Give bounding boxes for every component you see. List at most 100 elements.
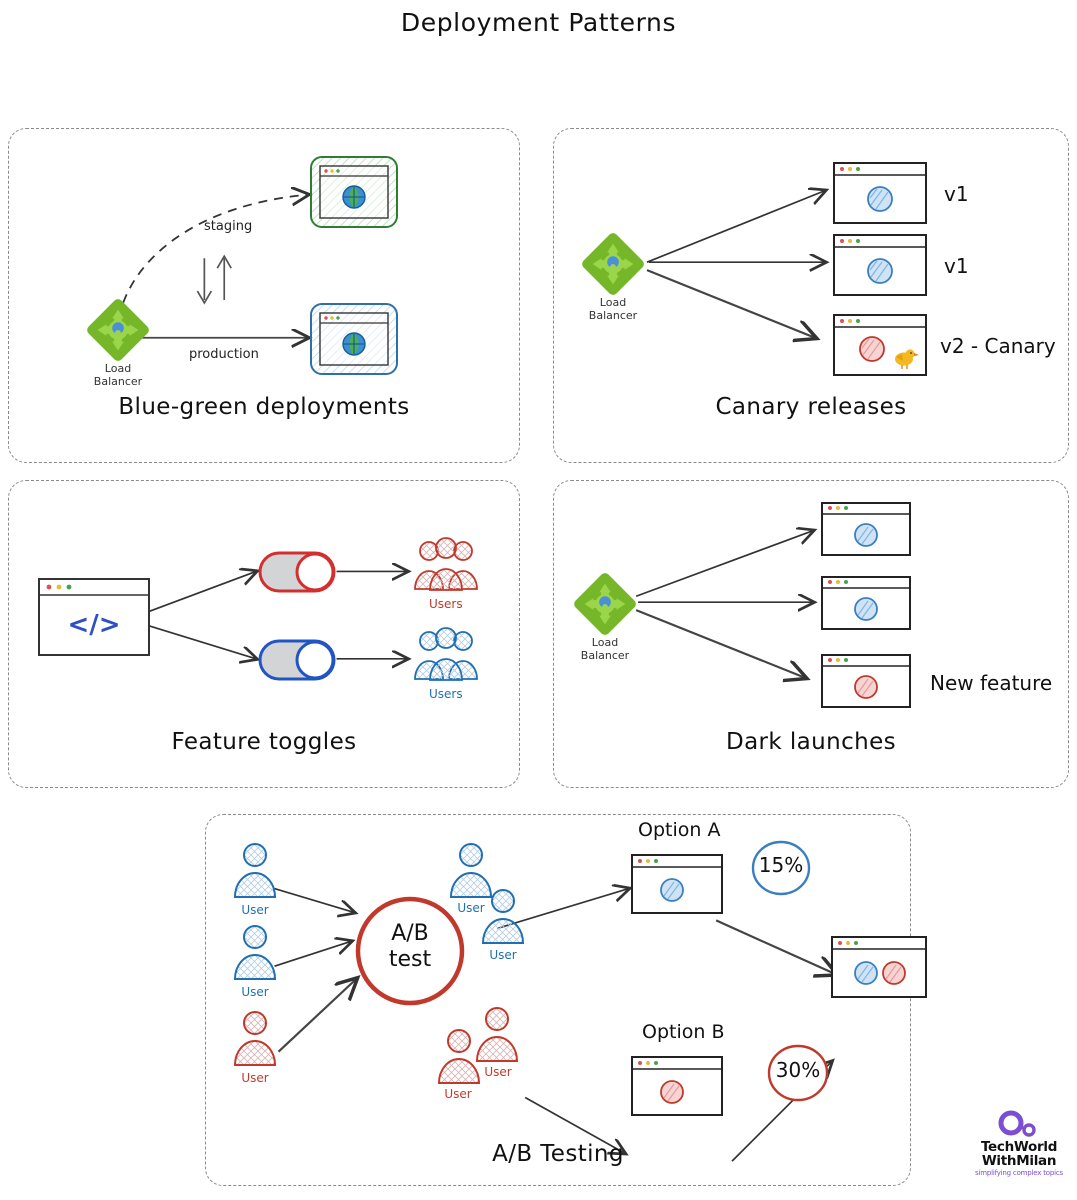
input-user-label-1: User [241, 903, 269, 917]
dark-launch-label-new-feature: New feature [930, 671, 1053, 695]
branch-b-user-1[interactable] [434, 1027, 484, 1091]
panel-canary-releases: Load Balancer v1 v1 [553, 128, 1069, 463]
input-user-1[interactable] [230, 841, 280, 905]
browser-window-icon [833, 162, 927, 224]
ab-test-circle-icon [355, 896, 465, 1006]
page-title: Deployment Patterns [400, 8, 677, 37]
browser-window-icon [833, 234, 927, 296]
ab-hub-label: A/B test [354, 921, 466, 973]
branch-a-user-label-2: User [489, 948, 517, 962]
edge-label-production: production [189, 347, 259, 362]
branch-b-user-label-1: User [444, 1087, 472, 1101]
browser-window-icon [821, 576, 911, 630]
toggle-switch-on-icon [258, 551, 336, 593]
option-b-window[interactable] [630, 1055, 724, 1121]
users-label-blue: Users [429, 687, 463, 701]
lb-line2: Balancer [580, 649, 630, 662]
user-icon [233, 1011, 277, 1066]
percentage-circle-blue-icon [751, 840, 811, 896]
lb-line1: Load [591, 636, 619, 649]
logo-tagline: simplifying complex topics [975, 1169, 1063, 1177]
browser-window-icon [631, 854, 723, 914]
code-source-window[interactable]: </> [37, 577, 151, 661]
panel-caption-canary: Canary releases [715, 394, 907, 420]
logo-line-2: WithMilan [981, 1153, 1057, 1169]
canary-target-window-3[interactable] [832, 313, 928, 381]
panel-dark-launches: Load Balancer [553, 480, 1069, 788]
panel-blue-green-deployments: Load Balancer staging product [8, 128, 520, 463]
user-icon [475, 1007, 519, 1062]
load-balancer-icon [87, 299, 149, 361]
canary-target-label-1: v1 [944, 182, 969, 206]
panel-caption-feature-toggles: Feature toggles [171, 729, 357, 755]
branch-b-user-label-2: User [484, 1065, 512, 1079]
dark-launch-window-1[interactable] [820, 501, 912, 561]
option-b-label: Option B [642, 1021, 725, 1043]
percentage-circle-red-icon [767, 1044, 829, 1102]
feature-toggle-red[interactable] [257, 547, 339, 601]
user-icon [437, 1029, 481, 1084]
load-balancer-label: Load Balancer [589, 296, 637, 322]
canary-target-window-2[interactable] [832, 233, 928, 301]
code-window-icon: </> [38, 578, 150, 656]
branch-a-user-label-1: User [457, 901, 485, 915]
ab-hub-line2: test [388, 947, 432, 972]
panel-ab-testing: A/B test User User User User [205, 814, 927, 1186]
ab-test-hub[interactable]: A/B test [354, 895, 466, 1011]
user-icon [449, 843, 493, 898]
user-icon [481, 889, 525, 944]
input-user-label-3: User [241, 1071, 269, 1085]
percent-b-badge: 30% [766, 1043, 830, 1107]
panel-feature-toggles: </> Users [8, 480, 520, 788]
canary-bird-icon [895, 349, 919, 369]
users-icon [414, 627, 478, 681]
canary-target-window-1[interactable] [832, 161, 928, 229]
panel-caption-blue-green: Blue-green deployments [118, 394, 410, 420]
input-user-3[interactable] [230, 1009, 280, 1073]
ab-hub-line1: A/B [391, 921, 429, 946]
dark-launch-window-2[interactable] [820, 575, 912, 635]
panel-caption-dark-launches: Dark launches [725, 729, 897, 755]
load-balancer-icon [574, 573, 636, 635]
code-glyph: </> [67, 610, 120, 640]
user-icon [233, 925, 277, 980]
browser-window-icon [631, 1056, 723, 1116]
globe-window-blue-icon [310, 303, 398, 375]
users-icon [414, 537, 478, 591]
users-label-red: Users [429, 597, 463, 611]
browser-window-canary-icon [833, 314, 927, 376]
globe-window-green-icon [310, 156, 398, 228]
branch-a-user-2[interactable] [478, 887, 528, 951]
toggle-switch-on-icon [258, 639, 336, 681]
users-group-blue[interactable] [409, 625, 483, 691]
edge-label-staging: staging [204, 219, 253, 234]
browser-window-icon [821, 502, 911, 556]
input-user-2[interactable] [230, 923, 280, 987]
lb-line2: Balancer [588, 309, 638, 322]
branch-a-user-1[interactable] [446, 841, 496, 905]
feature-toggle-blue[interactable] [257, 635, 339, 689]
result-window[interactable] [830, 935, 928, 1003]
production-environment-window[interactable] [309, 302, 399, 380]
lb-line2: Balancer [93, 375, 143, 388]
load-balancer-node-blue-green[interactable]: Load Balancer [87, 299, 149, 388]
option-a-label: Option A [638, 819, 721, 841]
load-balancer-node-dark[interactable]: Load Balancer [574, 573, 636, 662]
load-balancer-label: Load Balancer [94, 362, 142, 388]
canary-target-label-3: v2 - Canary [940, 334, 1056, 358]
users-group-red[interactable] [409, 535, 483, 601]
browser-window-new-feature-icon [821, 654, 911, 708]
techworld-mark-icon [998, 1110, 1036, 1137]
branch-b-user-2[interactable] [472, 1005, 522, 1069]
load-balancer-node-canary[interactable]: Load Balancer [582, 233, 644, 322]
canary-target-label-2: v1 [944, 254, 969, 278]
dark-launch-window-3[interactable] [820, 653, 912, 713]
percent-a-label: 15% [758, 853, 804, 877]
staging-environment-window[interactable] [309, 155, 399, 233]
load-balancer-icon [582, 233, 644, 295]
user-icon [233, 843, 277, 898]
option-a-window[interactable] [630, 853, 724, 919]
browser-window-result-icon [831, 936, 927, 998]
percent-a-badge: 15% [750, 839, 812, 901]
percent-b-label: 30% [775, 1058, 821, 1082]
